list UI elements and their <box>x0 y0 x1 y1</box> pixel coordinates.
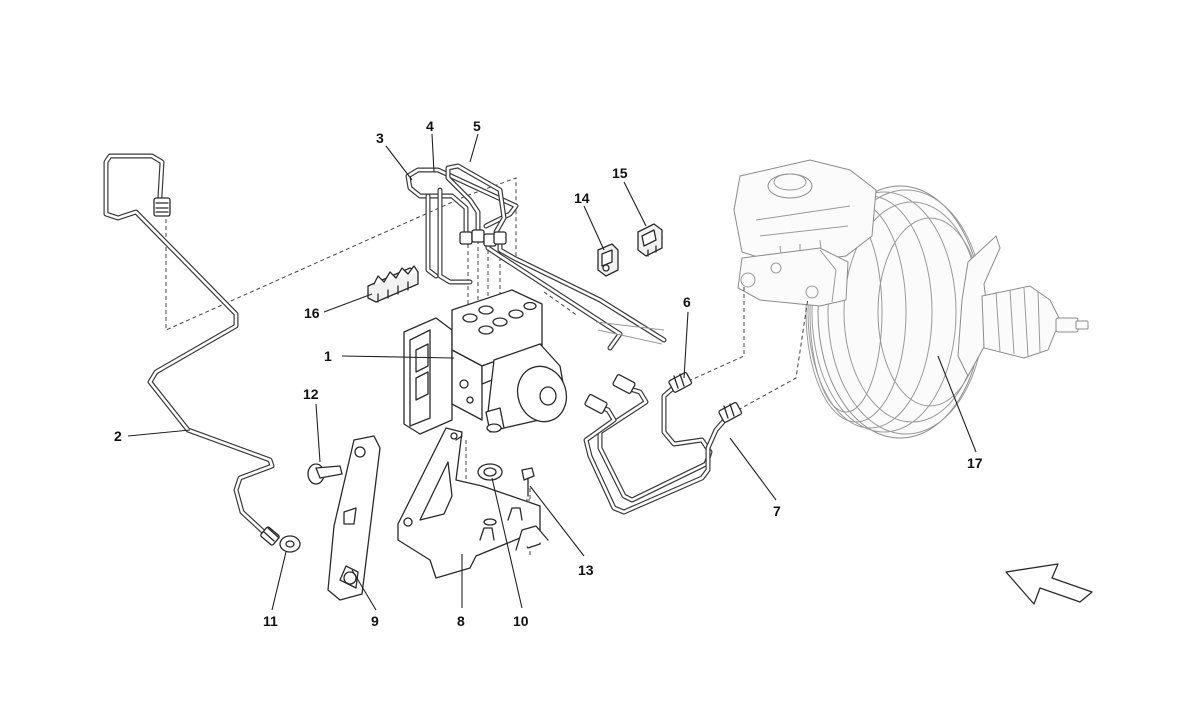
callout-9: 9 <box>371 613 379 629</box>
callout-2: 2 <box>114 428 122 444</box>
callout-labels: 1 2 3 4 5 6 7 8 9 10 11 12 13 14 15 16 1… <box>114 118 983 629</box>
callout-12: 12 <box>303 386 319 402</box>
brake-pipes-upper-bundle <box>405 163 667 351</box>
callout-13: 13 <box>578 562 594 578</box>
brake-pipes-to-master-cylinder <box>583 372 743 515</box>
modulator-support-bracket <box>397 427 549 579</box>
leader-lines <box>127 133 977 611</box>
callout-10: 10 <box>513 613 529 629</box>
callout-17: 17 <box>967 455 983 471</box>
pipe-retaining-clip <box>367 265 419 303</box>
abs-hydraulic-modulator <box>403 289 568 435</box>
callout-1: 1 <box>324 348 332 364</box>
callout-4: 4 <box>426 118 434 134</box>
mounting-bolt-12 <box>307 463 343 485</box>
callout-11: 11 <box>263 613 278 629</box>
callout-6: 6 <box>683 294 691 310</box>
callout-7: 7 <box>773 503 781 519</box>
pipe-clip-double <box>637 223 663 257</box>
pipe-clip-11 <box>279 535 301 553</box>
callout-5: 5 <box>473 118 481 134</box>
rubber-grommet <box>477 463 503 481</box>
callout-16: 16 <box>304 305 320 321</box>
front-direction-arrow-icon <box>1005 563 1093 605</box>
pipe-clip-small <box>597 243 619 277</box>
callout-8: 8 <box>457 613 465 629</box>
callout-3: 3 <box>376 130 384 146</box>
bracket-bolt-13 <box>521 467 535 497</box>
callout-14: 14 <box>574 190 590 206</box>
callout-15: 15 <box>612 165 628 181</box>
brake-booster-master-cylinder <box>733 159 1089 439</box>
mounting-plate-lever <box>327 435 381 601</box>
brake-pipe-left-long <box>103 153 280 546</box>
